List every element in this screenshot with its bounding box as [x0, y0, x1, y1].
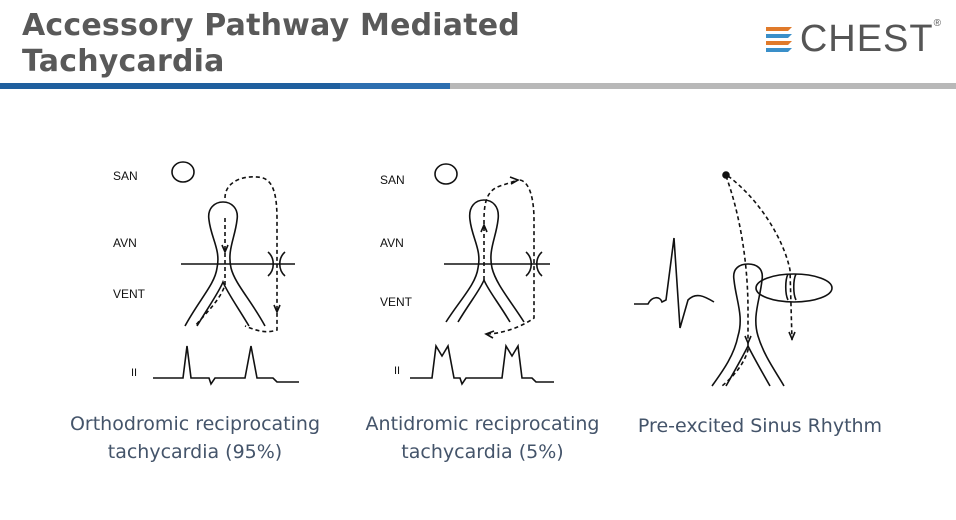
chest-stripes-logo-icon — [765, 26, 792, 52]
pre-excited-caption: Pre-excited Sinus Rhythm — [625, 412, 895, 440]
av-conduction-system — [445, 199, 525, 323]
av-conduction-system — [184, 201, 266, 327]
caption-line-1: Pre-excited Sinus Rhythm — [637, 415, 883, 437]
av-node-dashed-path — [721, 175, 749, 387]
ecg-trace — [410, 343, 554, 386]
title-line-1: Accessory Pathway Mediated — [22, 8, 520, 43]
logo-text: CHEST® — [799, 18, 942, 60]
slide-title: Accessory Pathway Mediated Tachycardia — [22, 8, 520, 80]
lead-label: II — [131, 367, 137, 379]
arrow-head-pathway — [273, 304, 281, 315]
bar-segment-gray — [450, 83, 956, 89]
orthodromic-caption: Orthodromic reciprocating tachycardia (9… — [60, 410, 330, 466]
bar-segment-blue — [0, 83, 340, 89]
accessory-dashed-path — [727, 175, 793, 341]
caption-line-1: Antidromic reciprocating — [365, 413, 600, 435]
av-conduction-system — [711, 263, 785, 387]
accessory-pathway — [525, 251, 543, 277]
lead-label: II — [394, 365, 400, 377]
arrow-head-top — [509, 176, 520, 185]
retrograde-dashed-path — [224, 176, 278, 333]
san-node — [434, 163, 458, 185]
antegrade-dashed-path — [194, 218, 226, 327]
vent-label: VENT — [380, 295, 413, 309]
san-label: SAN — [113, 169, 138, 183]
pre-excited-diagram — [634, 171, 833, 387]
ecg-trace — [634, 237, 715, 329]
arrow-head-up — [480, 222, 488, 233]
san-node — [171, 161, 195, 183]
antegrade-dashed-path — [485, 179, 535, 335]
accessory-pathway — [784, 273, 797, 301]
retrograde-dashed-path — [483, 179, 519, 280]
chest-logo: CHEST® — [764, 18, 942, 61]
antidromic-caption: Antidromic reciprocating tachycardia (5%… — [345, 410, 620, 466]
caption-line-1: Orthodromic reciprocating — [69, 413, 321, 435]
bar-segment-blue-light — [340, 83, 450, 89]
accessory-pathway — [267, 251, 286, 277]
arrow-head-bottom — [484, 330, 495, 339]
header-divider-bar — [0, 83, 956, 89]
arrow-head-pathway — [788, 331, 796, 342]
avn-label: AVN — [113, 236, 137, 250]
arrow-head-down — [744, 335, 752, 346]
title-line-2: Tachycardia — [22, 44, 225, 79]
ecg-trace — [153, 345, 299, 386]
caption-line-2: tachycardia (95%) — [107, 441, 283, 463]
registered-mark: ® — [933, 18, 942, 29]
vent-label: VENT — [113, 287, 146, 301]
orthodromic-diagram: SAN AVN VENT II — [113, 161, 299, 386]
san-label: SAN — [380, 173, 405, 187]
caption-line-2: tachycardia (5%) — [401, 441, 564, 463]
avn-label: AVN — [380, 236, 404, 250]
accessory-pathway-ring — [755, 273, 833, 303]
antidromic-diagram: SAN AVN VENT II — [380, 163, 554, 386]
arrow-head-down — [221, 244, 229, 255]
